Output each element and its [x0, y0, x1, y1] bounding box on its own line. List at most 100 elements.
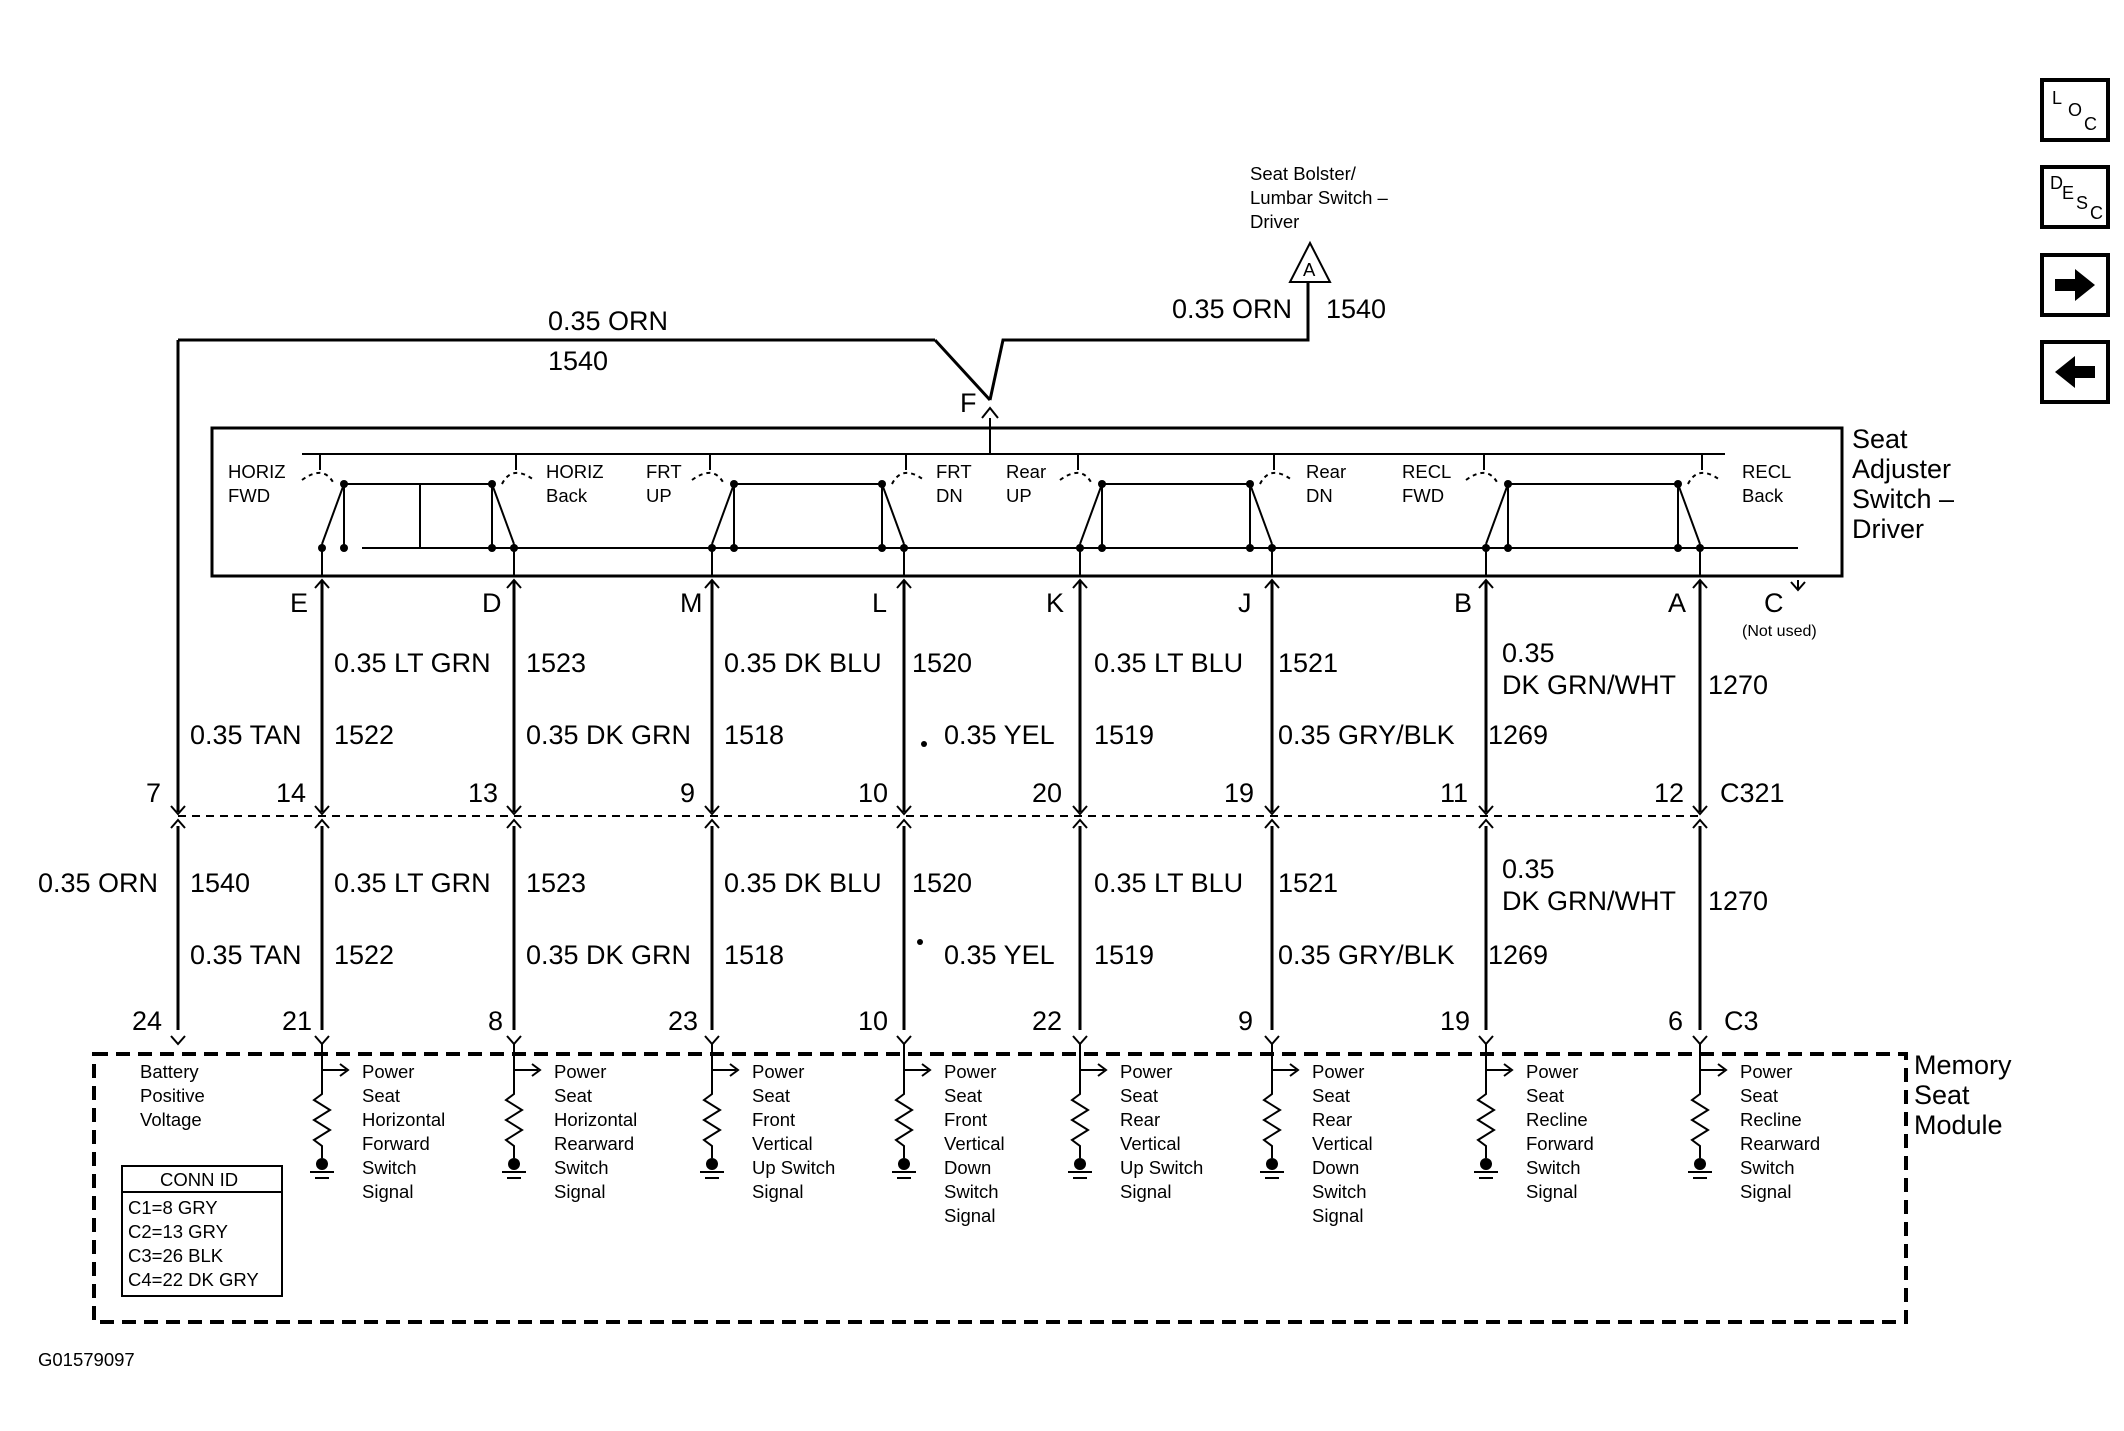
c3-pin-24: 24 [132, 1006, 162, 1036]
sig-label-7-4: Switch [1740, 1157, 1795, 1178]
sig-ground-2 [706, 1158, 718, 1170]
sw-bus-drop-1 [709, 454, 907, 470]
sig-label-6-3: Forward [1526, 1133, 1594, 1154]
pin-a: A [1668, 588, 1686, 618]
lw-gryblk-color: 0.35 GRY/BLK [1278, 940, 1455, 970]
sig-label-1-3: Rearward [554, 1133, 634, 1154]
lw-dkgrnwht-color-2: DK GRN/WHT [1502, 886, 1676, 916]
c321-arrow-b-7 [1692, 818, 1708, 829]
sw-label-horiz-fwd-1: HORIZ [228, 461, 286, 482]
lw-ltgrn-circuit: 1523 [526, 868, 586, 898]
c321-arrow-b-4 [1072, 818, 1088, 829]
sw-bus-drop-0 [319, 454, 517, 470]
sig-arrow-2 [729, 1063, 740, 1077]
c321-arrow-b-2 [704, 818, 720, 829]
prev-button[interactable] [2040, 340, 2110, 404]
switch-name-3: Switch – [1852, 484, 1954, 514]
next-button[interactable] [2040, 253, 2110, 317]
uw-dkgrnwht-color-1: 0.35 [1502, 638, 1555, 668]
loc-button[interactable]: L O C [2040, 78, 2110, 142]
desc-button[interactable]: D E S C [2040, 165, 2110, 229]
sig-label-1-1: Seat [554, 1085, 592, 1106]
uw-ltgrn-circuit: 1523 [526, 648, 586, 678]
sw-dashed-0 [301, 472, 535, 485]
c3-pin-23: 23 [668, 1006, 698, 1036]
sig-label-4-0: Power [1120, 1061, 1172, 1082]
sig-label-3-5: Switch [944, 1181, 999, 1202]
wire-cap-7 [1692, 578, 1708, 589]
lw-gryblk-circuit: 1269 [1488, 940, 1548, 970]
sw-bus-drop-3 [1483, 454, 1703, 470]
sw-arm-1 [711, 483, 905, 545]
pin-c: C [1764, 588, 1784, 618]
c321-arrow-a-4 [1072, 805, 1088, 816]
c3-arrow-4 [1072, 1035, 1088, 1046]
c321-arrow-a-7 [1692, 805, 1708, 816]
uw-ltblu-circuit: 1521 [1278, 648, 1338, 678]
sw-label-rear-dn-2: DN [1306, 485, 1333, 506]
module-name: Memory Seat Module [1914, 1050, 2012, 1140]
sw-node-1-0 [730, 480, 738, 488]
sig-label-5-3: Vertical [1312, 1133, 1373, 1154]
sig-label-6-0: Power [1526, 1061, 1578, 1082]
sw-inner-2 [1101, 484, 1251, 548]
wire-cap-1 [506, 578, 522, 589]
sig-label-3-3: Vertical [944, 1133, 1005, 1154]
sw-inner-1 [733, 484, 883, 548]
sw-label-rear-dn-1: Rear [1306, 461, 1346, 482]
sig-label-5-0: Power [1312, 1061, 1364, 1082]
switch-internals [301, 454, 1798, 575]
sig-ground-7 [1694, 1158, 1706, 1170]
sig-label-5-1: Seat [1312, 1085, 1350, 1106]
bolster-line-3: Driver [1250, 211, 1299, 232]
uw-dkgrn-circuit: 1518 [724, 720, 784, 750]
sig-label-7-2: Recline [1740, 1109, 1802, 1130]
c321-pin-7: 7 [146, 778, 161, 808]
c3-pin-8: 8 [488, 1006, 503, 1036]
sig-label-2-5: Signal [752, 1181, 803, 1202]
c3-arrow-7 [1692, 1035, 1708, 1046]
lw-ltgrn-color: 0.35 LT GRN [334, 868, 491, 898]
connector-a-triangle [1288, 240, 1332, 283]
bolster-line-2: Lumbar Switch – [1250, 187, 1388, 208]
sig-label-3-2: Front [944, 1109, 987, 1130]
sig-label-2-4: Up Switch [752, 1157, 835, 1178]
pin-k: K [1046, 588, 1064, 618]
module-name-3: Module [1914, 1110, 2003, 1140]
c321-pin-12: 12 [1654, 778, 1684, 808]
loc-letter-o: O [2068, 100, 2083, 120]
sig-label-3-4: Down [944, 1157, 991, 1178]
c3-pin-9: 9 [1238, 1006, 1253, 1036]
sig-ground-lines-7 [1688, 1171, 1712, 1179]
sw-node-1-1 [878, 480, 886, 488]
sw-inner-3 [1507, 484, 1679, 548]
c3-pins: 24 21 8 23 10 22 9 19 6 C3 [132, 1006, 1759, 1036]
bolster-line-1: Seat Bolster/ [1250, 163, 1357, 184]
c321-arrow-a-1 [506, 805, 522, 816]
c321-arrow-b-3 [896, 818, 912, 829]
c321-arrow-b-5 [1264, 818, 1280, 829]
c3-pin-22: 22 [1032, 1006, 1062, 1036]
upper-wire-labels: 0.35 LT GRN 1523 0.35 DK BLU 1520 0.35 L… [190, 638, 1768, 750]
wire-cap-0 [314, 578, 330, 589]
sig-arrow-3 [921, 1063, 932, 1077]
sig-label-4-5: Signal [1120, 1181, 1171, 1202]
battery-line-2: Positive [140, 1085, 205, 1106]
c321-name: C321 [1720, 778, 1785, 808]
sw-label-rear-up-1: Rear [1006, 461, 1046, 482]
lw-dkgrnwht-color-1: 0.35 [1502, 854, 1555, 884]
switch-name-4: Driver [1852, 514, 1924, 544]
sig-label-3-6: Signal [944, 1205, 995, 1226]
switch-name-1: Seat [1852, 424, 1908, 454]
sig-resistor-7 [1690, 1070, 1710, 1158]
uw-yel-circuit: 1519 [1094, 720, 1154, 750]
top-wire-join [933, 338, 992, 402]
sw-arm-2 [1079, 483, 1273, 545]
lw-dkblu-color: 0.35 DK BLU [724, 868, 882, 898]
sig-label-7-5: Signal [1740, 1181, 1791, 1202]
c321-pin-11: 11 [1440, 778, 1468, 808]
c3-pin-10: 10 [858, 1006, 888, 1036]
lw-yel-circuit: 1519 [1094, 940, 1154, 970]
uw-gryblk-circuit: 1269 [1488, 720, 1548, 750]
